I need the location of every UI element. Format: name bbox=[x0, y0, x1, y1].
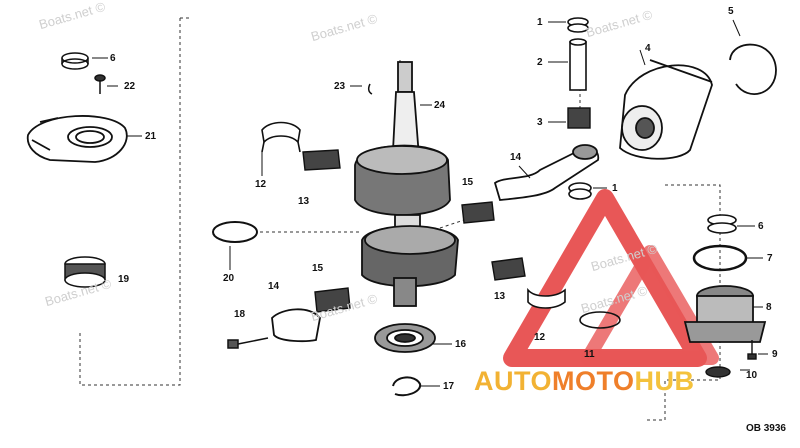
callout-label: 14 bbox=[510, 152, 522, 163]
screw-9 bbox=[747, 340, 757, 360]
crankshaft-24 bbox=[354, 61, 459, 307]
automotohub-brand-text: AUTOMOTOHUB bbox=[474, 366, 695, 397]
seal-ring-6 bbox=[61, 52, 89, 70]
bearing-half-15b bbox=[314, 287, 351, 313]
callout-label: 15 bbox=[462, 177, 474, 188]
seal-10 bbox=[705, 366, 731, 378]
needle-bearing-3 bbox=[567, 107, 591, 129]
connecting-rod-cap-14b bbox=[271, 308, 321, 343]
brand-part-auto: AUTO bbox=[474, 366, 553, 396]
bearing-half-15a bbox=[461, 201, 495, 224]
seal-ring-6b bbox=[707, 214, 737, 234]
callout-label: 9 bbox=[772, 349, 778, 360]
bearing-half-13b bbox=[491, 257, 526, 281]
bolt-18 bbox=[227, 337, 269, 349]
callout-label: 17 bbox=[443, 381, 455, 392]
brand-part-moto: MOTO bbox=[552, 366, 635, 396]
bearing-cage-half-12a bbox=[261, 121, 301, 153]
o-ring-7 bbox=[692, 244, 748, 272]
callout-label: 3 bbox=[537, 117, 543, 128]
piston-4 bbox=[619, 59, 713, 160]
retaining-ring-17 bbox=[392, 376, 422, 397]
snap-ring-20 bbox=[212, 221, 258, 243]
brand-part-hub: HUB bbox=[634, 366, 695, 396]
callout-label: 13 bbox=[298, 196, 310, 207]
key-23 bbox=[367, 83, 373, 95]
callout-label: 18 bbox=[234, 309, 246, 320]
callout-label: 12 bbox=[534, 332, 546, 343]
piston-ring-5 bbox=[729, 43, 777, 95]
callout-label: 20 bbox=[223, 273, 235, 284]
callout-label: 10 bbox=[746, 370, 758, 381]
bushing-1b bbox=[568, 182, 592, 200]
drawing-code: OB 3936 bbox=[745, 423, 786, 434]
bushing-1a bbox=[567, 17, 589, 33]
callout-label: 22 bbox=[124, 81, 136, 92]
automotohub-logo-triangle bbox=[503, 189, 719, 367]
bearing-cage-half-12b bbox=[527, 287, 566, 309]
callout-label: 1 bbox=[537, 17, 543, 28]
bearing-half-13a bbox=[302, 149, 341, 171]
callout-label: 14 bbox=[268, 281, 280, 292]
screw-22 bbox=[94, 74, 106, 94]
roller-bearing-19 bbox=[64, 256, 106, 288]
leader-lines bbox=[92, 19, 768, 387]
callout-label: 6 bbox=[110, 53, 116, 64]
connecting-rod-14a bbox=[493, 144, 600, 201]
bearing-housing-8 bbox=[683, 285, 767, 343]
o-ring-11 bbox=[579, 311, 621, 329]
callout-label: 11 bbox=[584, 349, 595, 360]
piston-pin-2 bbox=[569, 38, 587, 91]
callout-label: 15 bbox=[312, 263, 324, 274]
callout-label: 12 bbox=[255, 179, 267, 190]
callout-label: 8 bbox=[766, 302, 772, 313]
callout-label: 7 bbox=[767, 253, 773, 264]
callout-label: 4 bbox=[645, 43, 651, 54]
callout-label: 5 bbox=[728, 6, 734, 17]
callout-label: 13 bbox=[494, 291, 506, 302]
callout-label: 23 bbox=[334, 81, 346, 92]
callout-label: 21 bbox=[145, 131, 157, 142]
callout-label: 24 bbox=[434, 100, 446, 111]
ball-bearing-16 bbox=[374, 323, 436, 353]
callout-label: 16 bbox=[455, 339, 467, 350]
callout-label: 6 bbox=[758, 221, 764, 232]
callout-label: 2 bbox=[537, 57, 543, 68]
callout-label: 1 bbox=[612, 183, 618, 194]
retainer-plate-21 bbox=[26, 115, 128, 163]
callout-label: 19 bbox=[118, 274, 130, 285]
